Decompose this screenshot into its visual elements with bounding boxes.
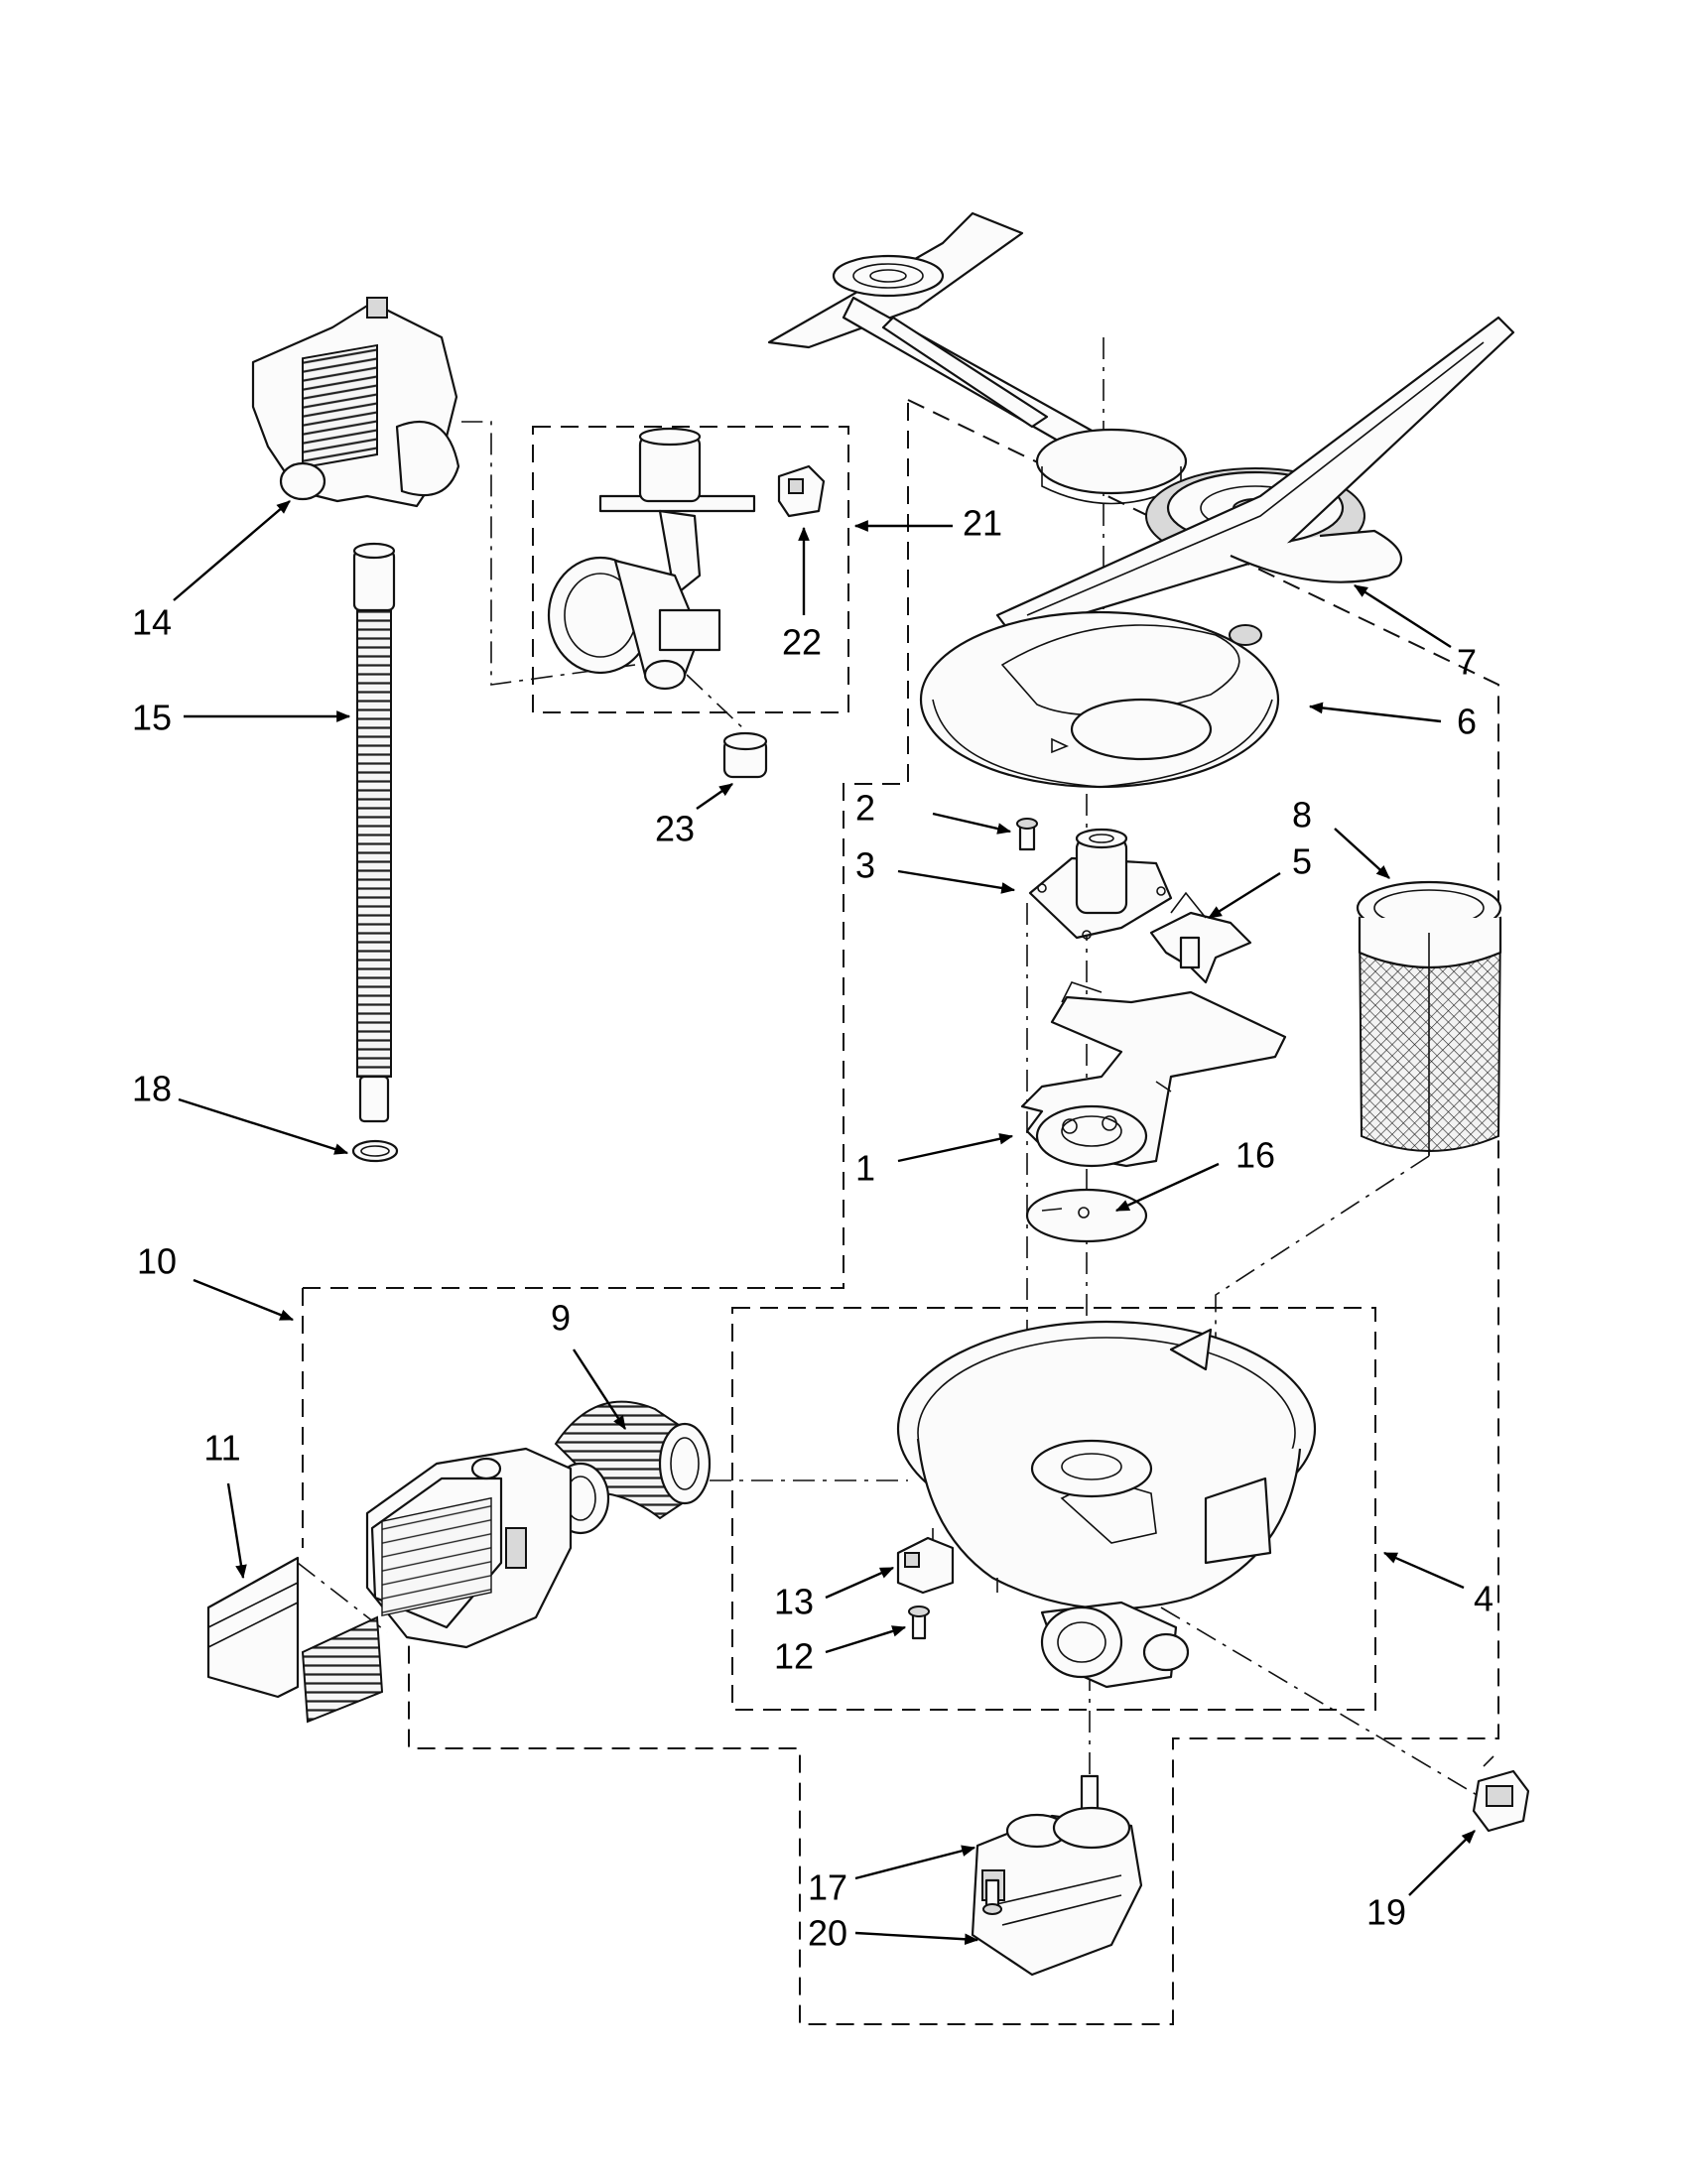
cap-23 xyxy=(722,731,768,779)
drain-pump-14 xyxy=(251,297,460,508)
impeller-5 xyxy=(1149,891,1252,984)
callout-1: 1 xyxy=(855,1148,875,1189)
clip-22 xyxy=(777,464,826,518)
spray-arm-assembly xyxy=(767,211,1515,637)
sensor-19 xyxy=(1472,1755,1530,1833)
callout-16: 16 xyxy=(1235,1135,1275,1176)
screw-12 xyxy=(908,1606,930,1640)
centerline-sensor xyxy=(1160,1606,1480,1797)
manifold-base-3 xyxy=(1028,828,1173,940)
callout-4: 4 xyxy=(1474,1579,1493,1619)
screw-20 xyxy=(982,1878,1002,1915)
screw-2 xyxy=(1016,818,1038,851)
callout-8: 8 xyxy=(1292,795,1312,835)
motor-17 xyxy=(971,1774,1143,1977)
callout-21: 21 xyxy=(963,503,1002,544)
group-21-box xyxy=(532,426,849,713)
callout-3: 3 xyxy=(855,845,875,886)
callout-9: 9 xyxy=(551,1298,571,1339)
circulation-pump-10 xyxy=(365,1447,573,1649)
callout-10: 10 xyxy=(137,1241,177,1282)
callout-6: 6 xyxy=(1457,702,1477,742)
centerline-cap-23 xyxy=(686,674,745,730)
centerline-motor-21 xyxy=(461,421,636,686)
sump-4 xyxy=(896,1320,1317,1689)
callout-17: 17 xyxy=(808,1867,847,1908)
bracket-11 xyxy=(206,1556,384,1724)
leader-arrows xyxy=(173,500,1476,1946)
callout-2: 2 xyxy=(855,788,875,829)
callout-11: 11 xyxy=(203,1428,240,1469)
callout-12: 12 xyxy=(774,1636,814,1677)
group-4-box xyxy=(731,1307,1376,1711)
callout-7: 7 xyxy=(1457,642,1477,683)
hose-9 xyxy=(551,1400,712,1535)
filter-8 xyxy=(1356,880,1502,1156)
arm-support-1 xyxy=(1020,981,1287,1168)
spray-arm-shield xyxy=(919,610,1280,789)
callout-13: 13 xyxy=(774,1582,814,1622)
callout-15: 15 xyxy=(132,698,172,738)
drain-housing-21 xyxy=(547,427,756,691)
callout-5: 5 xyxy=(1292,841,1312,882)
callout-14: 14 xyxy=(132,602,172,643)
sensor-clip-13 xyxy=(896,1536,955,1595)
callout-labels: 1 2 3 4 5 6 7 8 9 10 11 12 13 14 15 16 1… xyxy=(132,503,1493,1954)
callout-18: 18 xyxy=(132,1069,172,1109)
callout-23: 23 xyxy=(655,809,695,849)
drain-hose-15 xyxy=(352,542,396,1123)
callout-19: 19 xyxy=(1366,1892,1406,1933)
callout-22: 22 xyxy=(782,622,822,663)
group-10-outline xyxy=(303,399,1499,2025)
disc-16 xyxy=(1025,1188,1148,1243)
clamp-18 xyxy=(351,1139,399,1163)
callout-20: 20 xyxy=(808,1913,847,1954)
